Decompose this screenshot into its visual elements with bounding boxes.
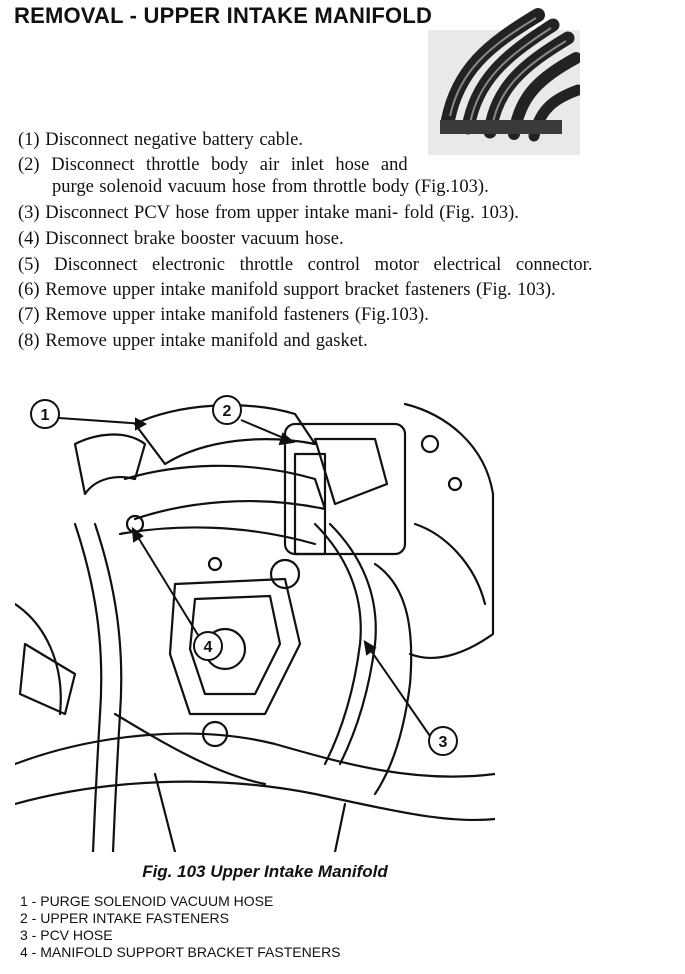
callout-4-label: 4: [204, 639, 213, 656]
step-8: (8) Remove upper intake manifold and gas…: [18, 331, 368, 351]
step-2-continuation: purge solenoid vacuum hose from throttle…: [52, 177, 489, 197]
legend-item: 3 - PCV HOSE: [20, 927, 113, 943]
callout-3: 3: [428, 726, 458, 756]
callout-2: 2: [212, 395, 242, 425]
callout-2-label: 2: [223, 403, 232, 420]
callout-1-label: 1: [41, 407, 50, 424]
legend-item: 4 - MANIFOLD SUPPORT BRACKET FASTENERS: [20, 944, 341, 960]
callout-1: 1: [30, 399, 60, 429]
figure-caption: Fig. 103 Upper Intake Manifold: [142, 862, 388, 881]
step-5: (5) Disconnect electronic throttle contr…: [18, 255, 593, 275]
figure-legend: 1 - PURGE SOLENOID VACUUM HOSE 2 - UPPER…: [20, 893, 341, 961]
step-1: (1) Disconnect negative battery cable.: [18, 130, 303, 150]
legend-item: 1 - PURGE SOLENOID VACUUM HOSE: [20, 893, 274, 909]
step-7: (7) Remove upper intake manifold fastene…: [18, 305, 429, 325]
engine-illustration: 1 2 3 4: [15, 384, 495, 852]
manifold-photo: [428, 8, 580, 155]
callout-4: 4: [193, 631, 223, 661]
page-title: REMOVAL - UPPER INTAKE MANIFOLD: [14, 3, 433, 28]
legend-item: 2 - UPPER INTAKE FASTENERS: [20, 910, 230, 926]
callout-3-label: 3: [439, 734, 448, 751]
step-2: (2) Disconnect throttle body air inlet h…: [18, 155, 489, 197]
step-4: (4) Disconnect brake booster vacuum hose…: [18, 229, 344, 249]
step-6: (6) Remove upper intake manifold support…: [18, 280, 556, 300]
step-3: (3) Disconnect PCV hose from upper intak…: [18, 203, 519, 223]
